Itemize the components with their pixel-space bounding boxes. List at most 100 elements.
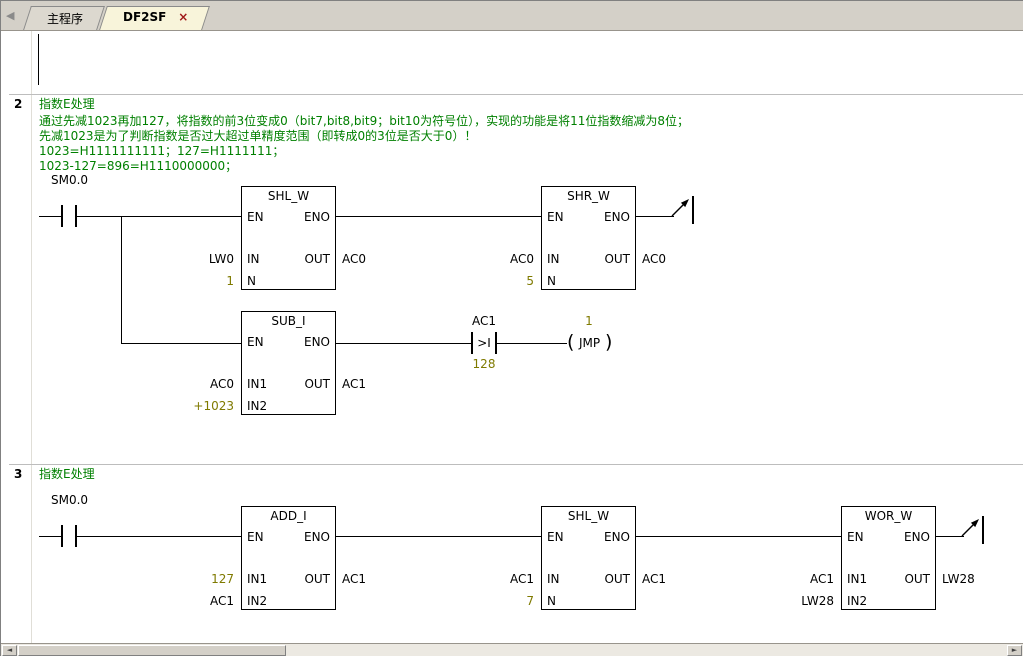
compare-contact-symbol[interactable] [471,332,473,354]
pin-in1: IN1 [847,572,868,586]
sub-i-block[interactable]: SUB_I EN ENO IN1 OUT IN2 [241,311,336,415]
block-title: SHR_W [567,189,610,203]
compare-contact-symbol[interactable] [495,332,497,354]
wire [936,536,964,537]
operand-in[interactable]: AC1 [509,572,534,586]
pin-n: N [247,274,256,288]
pin-in: IN [547,572,560,586]
network-comment: 1023-127=896=H1110000000； [39,159,238,173]
pin-out: OUT [604,252,630,266]
pin-eno: ENO [903,530,930,544]
wire [121,216,122,344]
pin-out: OUT [304,377,330,391]
operand-in2[interactable]: AC1 [209,594,234,608]
pin-in: IN [247,252,260,266]
network-comment: 1023=H1111111111；127=H1111111； [39,144,285,158]
scrollbar-thumb[interactable] [18,645,286,656]
shr-w-block[interactable]: SHR_W EN ENO IN OUT N [541,186,636,290]
network-comment: 先减1023是为了判断指数是否过大超过单精度范围（即转成0的3位是否大于0）！ [39,129,477,143]
operand-in2[interactable]: LW28 [801,594,834,608]
add-i-block[interactable]: ADD_I EN ENO IN1 OUT IN2 [241,506,336,610]
compare-operand[interactable]: AC1 [471,314,496,328]
tab-main-program[interactable]: 主程序 [27,6,101,30]
pin-en: EN [547,210,564,224]
operand-n[interactable]: 5 [526,274,534,288]
wire [77,216,241,217]
scroll-left-icon: ◄ [6,646,13,654]
operand-out[interactable]: AC0 [342,252,367,266]
coil-right-paren: ) [605,331,613,353]
horizontal-scrollbar[interactable]: ◄ ► [1,643,1023,656]
tab-close-icon[interactable]: × [178,10,189,24]
pin-in: IN [547,252,560,266]
branch-continuation-arrow-icon [961,516,984,544]
jump-target-value[interactable]: 1 [585,314,593,328]
operand-in1[interactable]: AC0 [209,377,234,391]
contact-symbol[interactable] [61,205,63,227]
operand-n[interactable]: 1 [226,274,234,288]
pin-eno: ENO [603,210,630,224]
network-number: 3 [14,467,23,481]
network-title[interactable]: 指数E处理 [39,467,95,481]
pin-eno: ENO [303,335,330,349]
network-title[interactable]: 指数E处理 [39,97,95,111]
wire [77,536,241,537]
operand-out[interactable]: LW28 [942,572,975,586]
operand-in2[interactable]: +1023 [193,399,234,413]
pin-en: EN [247,210,264,224]
compare-value[interactable]: 128 [472,357,496,371]
operand-out[interactable]: AC1 [342,572,367,586]
contact-symbol[interactable] [75,525,77,547]
network-separator [9,94,1023,95]
block-title: SUB_I [271,314,306,328]
operand-out[interactable]: AC1 [342,377,367,391]
compare-operator: >I [477,336,491,350]
scroll-right-icon: ► [1011,646,1018,654]
wire [497,343,567,344]
pin-out: OUT [304,572,330,586]
contact-symbol[interactable] [61,525,63,547]
contact-operand[interactable]: SM0.0 [51,173,89,187]
scroll-left-button[interactable]: ◄ [2,645,17,656]
shl-w-block[interactable]: SHL_W EN ENO IN OUT N [541,506,636,610]
operand-in1[interactable]: 127 [211,572,234,586]
jmp-coil-label[interactable]: JMP [579,336,601,350]
operand-in[interactable]: LW0 [208,252,234,266]
pin-en: EN [547,530,564,544]
pin-out: OUT [604,572,630,586]
network-comment: 通过先减1023再加127，将指数的前3位变成0（bit7,bit8,bit9；… [39,114,690,128]
pin-eno: ENO [303,530,330,544]
wire [39,536,61,537]
shl-w-block[interactable]: SHL_W EN ENO IN OUT N [241,186,336,290]
tab-bar: ◀ 主程序 DF2SF × [1,1,1023,31]
tab-nav-back-icon[interactable]: ◀ [6,9,15,22]
wire [636,216,674,217]
wire [38,34,39,85]
pin-en: EN [247,335,264,349]
pin-out: OUT [904,572,930,586]
wire [336,536,541,537]
operand-n[interactable]: 7 [526,594,534,608]
pin-n: N [547,274,556,288]
block-title: SHL_W [567,509,610,523]
operand-in1[interactable]: AC1 [809,572,834,586]
operand-out[interactable]: AC1 [642,572,667,586]
pin-in2: IN2 [247,399,268,413]
operand-in[interactable]: AC0 [509,252,534,266]
pin-in2: IN2 [847,594,868,608]
contact-symbol[interactable] [75,205,77,227]
network-number: 2 [14,97,23,111]
scroll-right-button[interactable]: ► [1007,645,1022,656]
wor-w-block[interactable]: WOR_W EN ENO IN1 OUT IN2 [841,506,936,610]
gutter-divider [31,31,32,644]
wire [336,343,471,344]
pin-in1: IN1 [247,572,268,586]
operand-out[interactable]: AC0 [642,252,667,266]
wire [636,536,841,537]
tab-label: DF2SF [123,10,167,24]
pin-out: OUT [304,252,330,266]
pin-in1: IN1 [247,377,268,391]
contact-operand[interactable]: SM0.0 [51,493,89,507]
tab-df2sf[interactable]: DF2SF × [103,6,206,30]
